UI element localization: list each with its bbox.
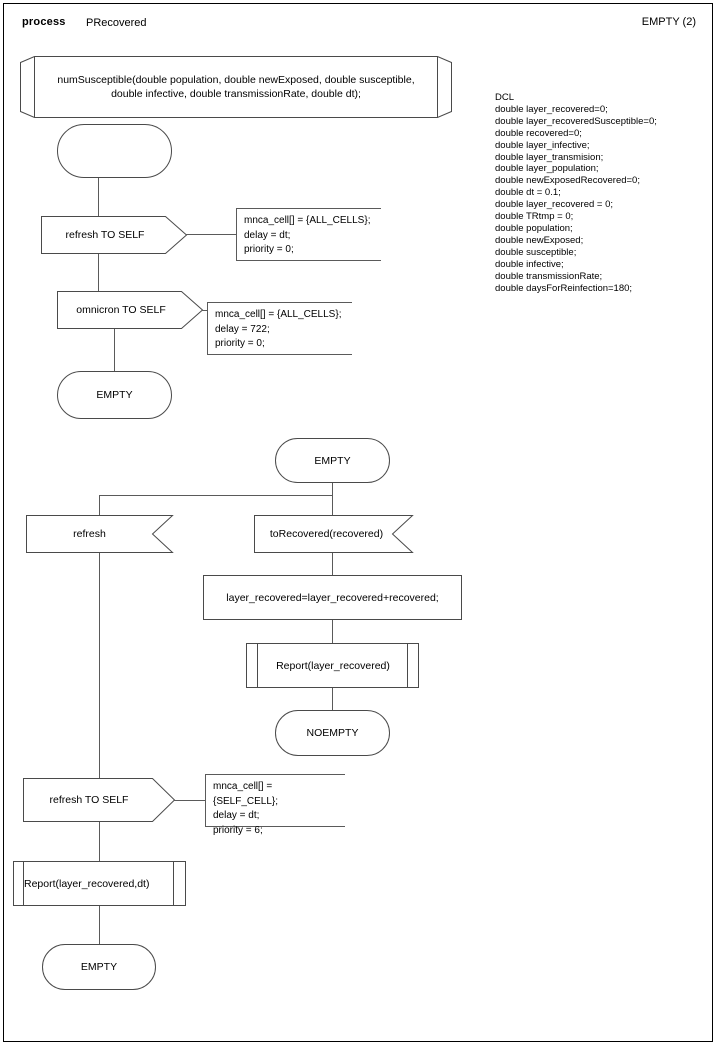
connector-line bbox=[99, 495, 100, 515]
output-omnicron-to-self-shape[interactable] bbox=[57, 291, 204, 329]
comment-connector-line bbox=[174, 800, 206, 801]
connector-line bbox=[114, 329, 115, 371]
state-empty-mid[interactable]: EMPTY bbox=[275, 438, 390, 483]
input-refresh-shape[interactable] bbox=[26, 515, 174, 553]
output-refresh-to-self-1-shape[interactable] bbox=[41, 216, 188, 254]
call-report-1-shape[interactable] bbox=[246, 643, 419, 688]
state-empty-bottom-label: EMPTY bbox=[80, 961, 118, 973]
dcl-declarations: DCL double layer_recovered=0; double lay… bbox=[489, 88, 701, 316]
state-noempty[interactable]: NOEMPTY bbox=[275, 710, 390, 756]
connector-line bbox=[99, 822, 100, 861]
start-state-label bbox=[58, 125, 173, 179]
task-layer-recovered[interactable]: layer_recovered=layer_recovered+recovere… bbox=[203, 575, 462, 620]
page-title: PRecovered bbox=[86, 17, 147, 29]
connector-line bbox=[99, 553, 100, 778]
connector-line bbox=[99, 906, 100, 944]
start-state[interactable] bbox=[57, 124, 172, 178]
page-number-label: EMPTY (2) bbox=[641, 16, 696, 28]
comment-refresh-2: mnca_cell[] = {SELF_CELL}; delay = dt; p… bbox=[205, 774, 345, 836]
connector-line bbox=[332, 553, 333, 575]
comment-refresh-1: mnca_cell[] = {ALL_CELLS}; delay = dt; p… bbox=[236, 208, 381, 261]
state-empty-top-label: EMPTY bbox=[96, 389, 133, 401]
state-empty-mid-label: EMPTY bbox=[314, 454, 351, 467]
connector-line bbox=[98, 254, 99, 291]
connector-line bbox=[332, 483, 333, 515]
task-layer-recovered-label: layer_recovered=layer_recovered+recovere… bbox=[226, 591, 439, 604]
call-report-2-shape[interactable] bbox=[13, 861, 186, 906]
comment-connector-line bbox=[186, 234, 236, 235]
connector-line bbox=[98, 178, 99, 216]
procedure-start-shape bbox=[20, 56, 452, 118]
state-empty-top[interactable]: EMPTY bbox=[57, 371, 172, 419]
connector-line bbox=[332, 688, 333, 710]
branch-line bbox=[99, 495, 333, 496]
output-refresh-to-self-2-shape[interactable] bbox=[23, 778, 176, 822]
input-torecovered-shape[interactable] bbox=[254, 515, 414, 553]
page-kind-label: process bbox=[22, 16, 66, 28]
state-empty-bottom[interactable]: EMPTY bbox=[42, 944, 156, 990]
state-noempty-label: NOEMPTY bbox=[306, 727, 359, 739]
connector-line bbox=[332, 620, 333, 643]
page-frame bbox=[3, 3, 713, 1042]
comment-omnicron: mnca_cell[] = {ALL_CELLS}; delay = 722; … bbox=[207, 302, 352, 355]
comment-connector-line bbox=[202, 310, 208, 311]
